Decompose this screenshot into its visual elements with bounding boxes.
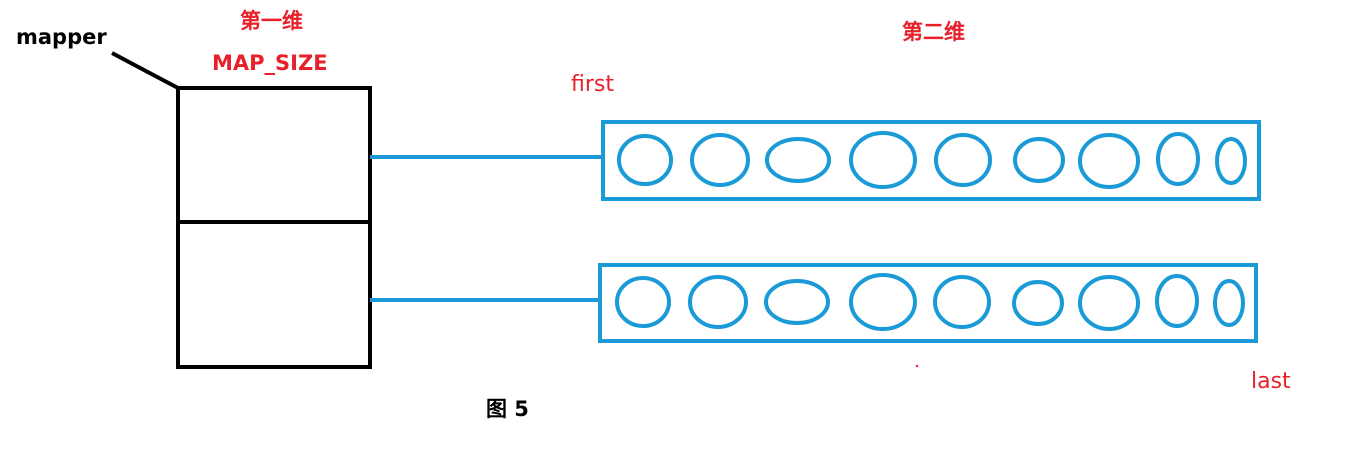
- buffer-element: [765, 137, 831, 183]
- buffer-element: [849, 131, 917, 189]
- mapper-label: mapper: [16, 25, 107, 49]
- buffer-element: [1213, 279, 1245, 327]
- buffer-element: [849, 273, 917, 331]
- stray-mark: [915, 364, 919, 368]
- buffer-element: [933, 275, 991, 329]
- mapper-pointer-line: [111, 51, 179, 90]
- buffer-elements: [615, 273, 1245, 331]
- buffer-container: [598, 263, 1258, 343]
- last-pointer-label: last: [1251, 369, 1291, 394]
- second-dimension-label: 第二维: [902, 20, 965, 44]
- buffer-element: [690, 133, 750, 187]
- buffer-element: [1078, 133, 1140, 189]
- buffer-element: [1215, 137, 1247, 185]
- first-pointer-label: first: [571, 72, 614, 97]
- buffer-element: [934, 133, 992, 187]
- mapper-array-slot: [176, 86, 372, 224]
- buffer-element: [1012, 280, 1064, 326]
- map-size-label: MAP_SIZE: [212, 51, 328, 75]
- buffer-element: [1078, 275, 1140, 331]
- buffer-element: [1155, 274, 1199, 328]
- buffer-element: [615, 276, 671, 328]
- buffer-element: [764, 279, 830, 325]
- buffer-container: [601, 120, 1261, 201]
- buffer-element: [1156, 132, 1200, 186]
- buffer-elements: [617, 131, 1247, 189]
- buffer-element: [688, 275, 748, 329]
- mapper-array-slot: [176, 220, 372, 369]
- buffer-element: [1013, 137, 1065, 183]
- buffer-element: [617, 134, 673, 186]
- first-dimension-label: 第一维: [240, 9, 303, 33]
- figure-caption: 图 5: [486, 397, 529, 421]
